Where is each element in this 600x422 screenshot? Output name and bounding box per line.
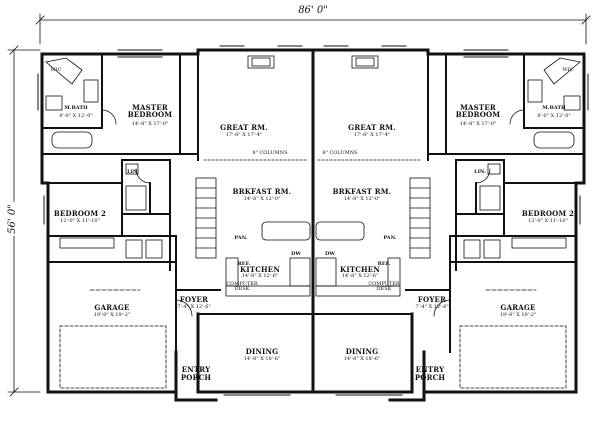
right-great-room-dim: 17'-8" X 17'-4" bbox=[353, 132, 391, 138]
right-dining-dim: 14'-8" X 18'-6" bbox=[343, 356, 381, 362]
right-bedroom-2-label: BEDROOM 2 bbox=[521, 209, 575, 218]
right-master-bedroom-label: MASTER BEDROOM bbox=[455, 103, 501, 119]
left-ref-label: REF. bbox=[237, 261, 251, 267]
left-garage-label: GARAGE bbox=[94, 303, 130, 312]
left-foyer-label: FOYER bbox=[179, 295, 209, 304]
right-mbath-dim: 8'-0" X 12'-0" bbox=[537, 113, 571, 119]
left-great-room-dim: 17'-8" X 17'-4" bbox=[225, 132, 263, 138]
right-great-room-label: GREAT RM. bbox=[348, 123, 396, 132]
overall-width-dimension bbox=[35, 13, 591, 45]
left-kitchen-dim: 14'-8" X 12'-6" bbox=[241, 273, 279, 279]
left-bedroom-2-label: BEDROOM 2 bbox=[53, 209, 107, 218]
left-mbath-dim: 8'-0" X 12'-0" bbox=[59, 113, 93, 119]
right-entry-porch-label: ENTRY PORCH bbox=[414, 365, 446, 383]
right-master-bedroom-dim: 14'-8" X 17'-0" bbox=[459, 121, 497, 127]
left-great-room-label: GREAT RM. bbox=[220, 123, 268, 132]
left-kitchen-label: KITCHEN bbox=[240, 265, 280, 274]
left-master-bedroom-label: MASTER BEDROOM bbox=[127, 103, 173, 119]
left-bedroom-2-dim: 12'-0" X 11'-10" bbox=[60, 218, 100, 224]
right-garage-dim: 19'-8" X 19'-2" bbox=[499, 312, 537, 318]
left-master-bedroom-dim: 14'-8" X 17'-0" bbox=[131, 121, 169, 127]
right-dw-label: DW bbox=[325, 251, 335, 257]
windows bbox=[37, 45, 589, 396]
right-breakfast-room-dim: 14'-8" X 12'-0" bbox=[343, 196, 381, 202]
left-linen-label: LIN. bbox=[127, 169, 139, 175]
right-kitchen-dim: 14'-8" X 12'-6" bbox=[341, 273, 379, 279]
right-columns-label: 8" COLUMNS bbox=[322, 150, 358, 156]
right-ref-label: REF. bbox=[377, 261, 391, 267]
left-dining-dim: 14'-8" X 18'-6" bbox=[243, 356, 281, 362]
right-bedroom-2-dim: 12'-0" X 11'-10" bbox=[528, 218, 568, 224]
left-columns-label: 8" COLUMNS bbox=[252, 150, 288, 156]
interior-walls bbox=[41, 53, 585, 353]
left-pantry-label: PAN. bbox=[234, 235, 248, 241]
exterior-walls bbox=[40, 48, 586, 402]
overall-width-label: 86' 0" bbox=[298, 5, 328, 16]
fixtures bbox=[45, 55, 581, 389]
right-pantry-label: PAN. bbox=[383, 235, 397, 241]
left-computer-desk-label: COMPUTER DESK bbox=[226, 281, 258, 292]
left-dw-label: DW bbox=[291, 251, 301, 257]
right-breakfast-room-label: BRKFAST RM. bbox=[332, 187, 392, 196]
right-kitchen-label: KITCHEN bbox=[340, 265, 380, 274]
left-entry-porch-label: ENTRY PORCH bbox=[180, 365, 212, 383]
right-wic-label: WIC bbox=[562, 67, 574, 73]
right-mbath-label: M.BATH bbox=[542, 105, 566, 111]
left-dining-label: DINING bbox=[245, 347, 279, 356]
right-computer-desk-label: COMPUTER DESK bbox=[368, 281, 400, 292]
left-garage-dim: 19'-8" X 19'-2" bbox=[93, 312, 131, 318]
left-foyer-dim: 7'-4" X 12'-6" bbox=[177, 304, 211, 310]
right-dining-label: DINING bbox=[345, 347, 379, 356]
right-foyer-dim: 7'-4" X 12'-6" bbox=[415, 304, 449, 310]
right-garage-label: GARAGE bbox=[500, 303, 536, 312]
left-breakfast-room-dim: 14'-8" X 12'-0" bbox=[243, 196, 281, 202]
left-mbath-label: M.BATH bbox=[64, 105, 88, 111]
right-linen-label: LIN. bbox=[474, 169, 486, 175]
right-foyer-label: FOYER bbox=[417, 295, 447, 304]
left-wic-label: WIC bbox=[50, 67, 62, 73]
left-breakfast-room-label: BRKFAST RM. bbox=[232, 187, 292, 196]
overall-depth-label: 56' 0" bbox=[7, 202, 18, 236]
